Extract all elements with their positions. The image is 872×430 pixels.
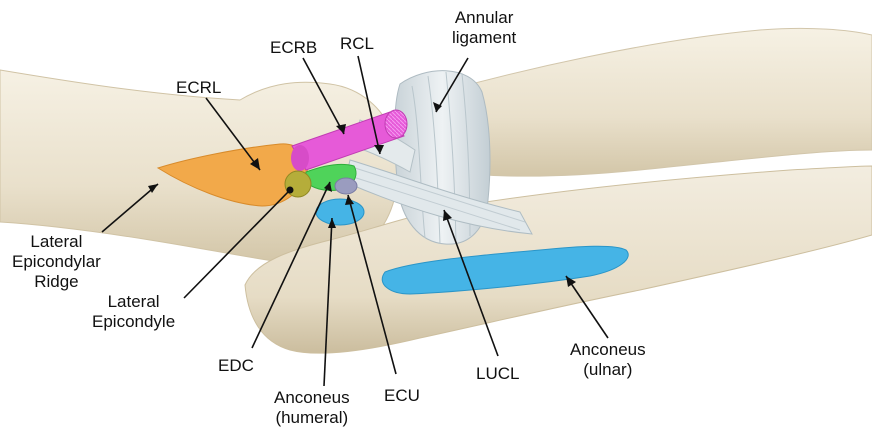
ecu-origin xyxy=(335,178,357,194)
label-annular-ligament: Annular ligament xyxy=(452,8,516,48)
anconeus-humeral-origin xyxy=(316,199,364,225)
label-edc: EDC xyxy=(218,356,254,376)
label-ecrl: ECRL xyxy=(176,78,221,98)
label-rcl: RCL xyxy=(340,34,374,54)
label-lateral-epicondyle: Lateral Epicondyle xyxy=(92,292,175,332)
radius-bone xyxy=(430,28,872,176)
label-ecu: ECU xyxy=(384,386,420,406)
label-lucl: LUCL xyxy=(476,364,519,384)
label-anconeus-humeral: Anconeus (humeral) xyxy=(274,388,350,428)
label-ecrb: ECRB xyxy=(270,38,317,58)
label-anconeus-ulnar: Anconeus (ulnar) xyxy=(570,340,646,380)
ecrb-proximal-end xyxy=(291,145,309,171)
label-lateral-epicondylar-ridge: Lateral Epicondylar Ridge xyxy=(12,232,101,292)
ecrb-tendon-end xyxy=(385,110,407,138)
